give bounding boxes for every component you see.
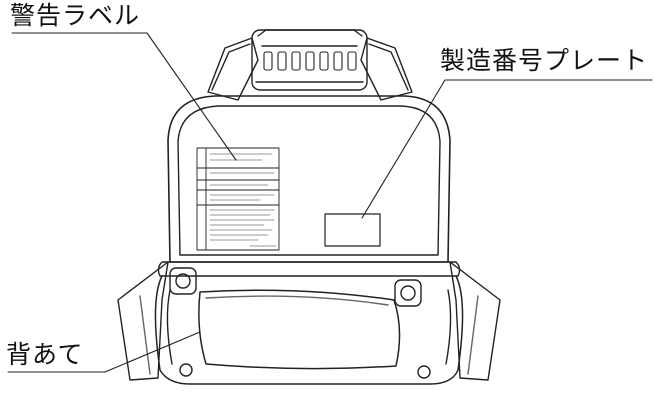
leader-lines xyxy=(7,32,653,373)
lower-frame xyxy=(154,261,464,385)
serial-number-plate xyxy=(324,213,381,247)
back-pad-callout: 背あて xyxy=(6,340,84,369)
back-pad xyxy=(198,289,401,370)
shoulder-straps-lower xyxy=(117,261,501,381)
warning-label-leader xyxy=(11,32,237,161)
serial-plate-callout: 製造番号プレート xyxy=(440,46,649,75)
back-pad-leader xyxy=(7,331,201,373)
warning-label-callout: 警告ラベル xyxy=(10,1,141,30)
shoulder-straps-top xyxy=(207,37,413,101)
warning-label-panel xyxy=(196,147,280,251)
main-body xyxy=(167,95,451,263)
top-housing xyxy=(251,29,368,91)
serial-plate-leader xyxy=(361,79,653,219)
frame-bolts xyxy=(169,267,431,379)
